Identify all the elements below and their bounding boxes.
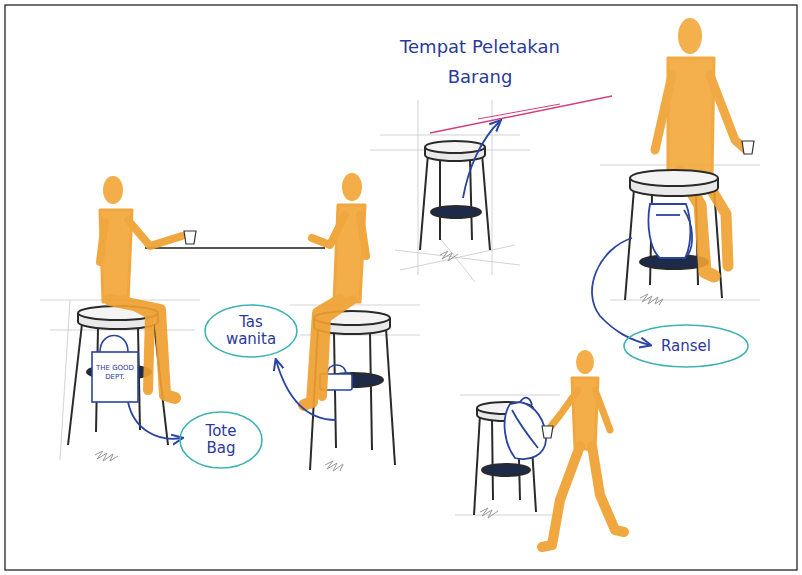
backpack (648, 204, 692, 258)
shadow-scribble (95, 451, 118, 461)
stool-seat-group (630, 170, 718, 196)
guide-line (492, 100, 493, 275)
leader-arrow (276, 360, 336, 420)
construction-lines (40, 100, 760, 515)
leader-arrow (128, 402, 182, 439)
bag-print: THE GOOD DEPT. (93, 364, 137, 382)
bag-body (92, 352, 138, 402)
stool-ring-shelf (431, 206, 481, 218)
callout-ellipse (624, 325, 748, 367)
guide-line (455, 515, 560, 516)
backpack-pocket (656, 214, 680, 216)
figure-arm (312, 215, 345, 245)
stool-seat (425, 141, 485, 153)
figure-arm (710, 75, 746, 150)
stool-leg (68, 324, 82, 445)
guide-line (610, 300, 760, 301)
walking-figure (542, 350, 624, 547)
stool-ring-shelf (482, 464, 530, 476)
callout-circle: Tas wanita (205, 305, 297, 357)
guide-line (380, 135, 520, 136)
shadow-scribble (325, 461, 343, 471)
guide-line (290, 305, 420, 306)
stool-leg (625, 189, 634, 300)
leader-arrow (463, 121, 500, 198)
stool-leg (482, 154, 490, 250)
backpack (505, 398, 546, 459)
bag-handle (100, 336, 128, 353)
figure-head (103, 176, 123, 204)
shadow-scribble (480, 508, 498, 518)
backpack-body (505, 402, 546, 459)
tote-bag (92, 336, 138, 403)
figure-head (576, 350, 594, 374)
stool-leg (370, 333, 372, 450)
backpack-strap (684, 210, 692, 255)
guide-line (400, 245, 515, 270)
callout-text: Ransel (661, 338, 711, 355)
shadow-scribble (440, 251, 458, 261)
figure-leg (110, 300, 175, 398)
seated-figure (304, 173, 366, 405)
figure-leg (542, 446, 580, 547)
figure-arm (595, 390, 610, 430)
leader-arrow (592, 238, 650, 345)
figure-leg (592, 446, 624, 532)
callout-text-box: Ransel (624, 325, 748, 367)
figure-head (342, 173, 362, 201)
callout-text: Tote Bag (190, 423, 252, 457)
cup (742, 141, 754, 154)
callout-text-box: Tote Bag (180, 412, 262, 468)
frame (5, 5, 797, 570)
floor-shadows (95, 251, 663, 518)
figure-arm (548, 390, 578, 430)
callout-ellipse (180, 412, 262, 468)
backpack-loop (520, 398, 532, 405)
cup (184, 231, 196, 244)
callout-ellipse (205, 305, 297, 357)
stool-leg (386, 328, 395, 465)
guide-line (460, 395, 560, 396)
shadow-scribble (640, 294, 663, 305)
figure-arm (128, 220, 182, 246)
figure-arm (360, 215, 366, 256)
callout-circle: Ransel (624, 325, 748, 367)
figure-arm (655, 75, 672, 150)
figure-head (678, 18, 702, 54)
strike-line (478, 104, 560, 119)
stool-seat (630, 170, 718, 186)
callout-text-box: Tas wanita (205, 305, 297, 357)
stool-leg (439, 158, 441, 240)
backpack-strap (512, 410, 538, 448)
cup (542, 426, 553, 438)
figure-leg (124, 300, 150, 390)
figure-leg (322, 300, 352, 396)
callout-circle: Tote Bag (180, 412, 262, 468)
annotation-text: Tempat Peletakan Barang (395, 32, 565, 92)
callout-text: Tas wanita (220, 314, 282, 348)
figure-arm (100, 222, 105, 262)
stool-leg (420, 154, 428, 250)
bag-handle (327, 365, 346, 374)
bar-stool (420, 141, 490, 250)
backpack-body (648, 204, 690, 258)
stool-leg (492, 418, 493, 500)
guide-line (440, 238, 475, 282)
strike-line (430, 96, 612, 133)
table-top (145, 247, 325, 249)
stool-leg (474, 415, 480, 515)
guide-line (418, 100, 419, 275)
